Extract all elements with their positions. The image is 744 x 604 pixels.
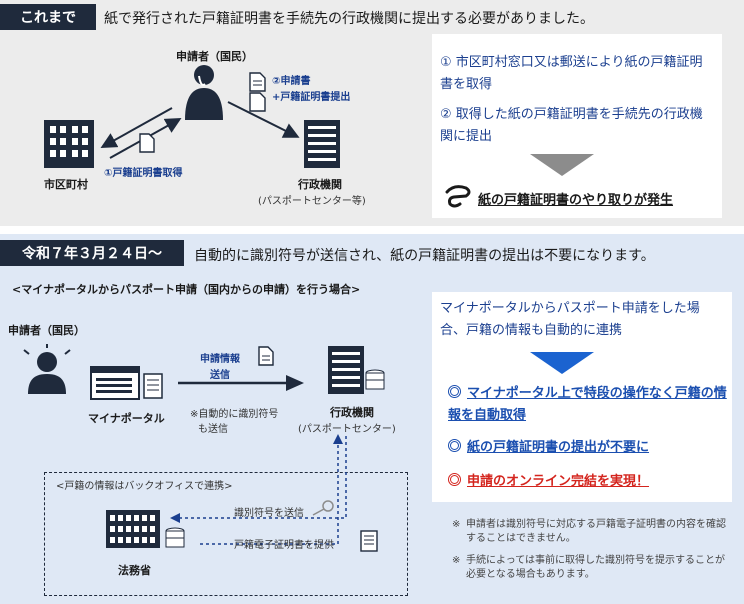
id-send-label: 識別符号を送信: [234, 508, 304, 519]
send-arrow: [178, 375, 304, 391]
note-1: 申請者は識別符号に対応する戸籍電子証明書の内容を確認することはできません。: [466, 519, 726, 544]
before-step-2: ② 取得した紙の戸籍証明書を手続先の行政機関に提出: [440, 107, 703, 144]
auto-note-2: も送信: [198, 424, 228, 435]
cert-provide-label: 戸籍電子証明書を提供: [234, 540, 334, 551]
before-headline: 紙で発行された戸籍証明書を手続先の行政機関に提出する必要がありました。: [104, 11, 594, 27]
down-triangle-icon: [530, 352, 594, 374]
person-icon: [185, 65, 223, 120]
send-label-2: 送信: [210, 370, 230, 381]
document-icon: [258, 346, 274, 366]
after-tag: 令和７年３月２４日〜: [0, 240, 184, 266]
result-hand-icon: [445, 185, 471, 208]
auto-note-1: ※自動的に識別符号: [190, 409, 279, 420]
benefit-2: 紙の戸籍証明書の提出が不要に: [448, 436, 728, 458]
backoffice-box: [44, 472, 408, 596]
document-icon: [139, 133, 155, 153]
benefit-highlight: 申請のオンライン完結を実現！: [448, 470, 728, 489]
key-icon: [312, 500, 334, 516]
flow-step1-label: ①戸籍証明書取得: [104, 168, 183, 179]
double-circle-icon: [448, 439, 461, 452]
portal-label: マイナポータル: [88, 412, 165, 425]
agency-building-icon: [304, 120, 340, 168]
backoffice-connectors: [170, 434, 347, 545]
server-icon: [165, 527, 185, 548]
before-agency-label: 行政機関: [298, 178, 342, 191]
city-building-icon: [44, 120, 94, 168]
note-mark-1: ※: [452, 519, 461, 530]
before-result: 紙の戸籍証明書のやり取りが発生: [478, 193, 674, 208]
before-steps-box: [432, 34, 722, 218]
double-circle-icon: [448, 473, 461, 486]
down-triangle-icon: [530, 154, 594, 176]
flow-step2-line2: +戸籍証明書提出: [272, 92, 351, 103]
after-summary: マイナポータルからパスポート申請をした場合、戸籍の情報も自動的に連携: [440, 301, 700, 338]
before-agency-sub: (パスポートセンター等): [258, 196, 366, 207]
server-icon: [365, 369, 385, 390]
after-summary-box: [432, 292, 732, 502]
agency-building-icon: [328, 346, 385, 394]
ministry-label: 法務省: [118, 564, 151, 577]
before-applicant-label: 申請者（国民）: [176, 50, 253, 63]
backoffice-label: <戸籍の情報はバックオフィスで連携>: [56, 481, 233, 492]
flow-step2-line1: ②申請書: [272, 76, 311, 87]
after-agency-sub: (パスポートセンター): [298, 424, 396, 435]
double-circle-icon: [448, 385, 461, 398]
note-mark-2: ※: [452, 555, 461, 566]
document-icon: [249, 72, 266, 112]
after-subheading: <マイナポータルからパスポート申請（国内からの申請）を行う場合>: [12, 283, 361, 296]
after-headline: 自動的に識別符号が送信され、紙の戸籍証明書の提出は不要になります。: [194, 248, 655, 264]
after-applicant-label: 申請者（国民）: [8, 324, 85, 337]
benefit-1: マイナポータル上で特段の操作なく戸籍の情報を自動取得: [448, 385, 727, 423]
note-2: 手続によっては事前に取得した識別符号を提示することが必要となる場合もあります。: [466, 555, 725, 580]
portal-window-icon: [90, 366, 163, 400]
list-document-icon: [360, 530, 378, 552]
city-label: 市区町村: [44, 178, 88, 191]
ministry-building-icon: [106, 510, 185, 548]
after-agency-label: 行政機関: [330, 406, 374, 419]
person-icon: [23, 344, 71, 394]
before-step-1: ① 市区町村窓口又は郵送により紙の戸籍証明書を取得: [440, 55, 703, 92]
before-tag: これまで: [0, 4, 96, 30]
send-label-1: 申請情報: [200, 354, 240, 365]
